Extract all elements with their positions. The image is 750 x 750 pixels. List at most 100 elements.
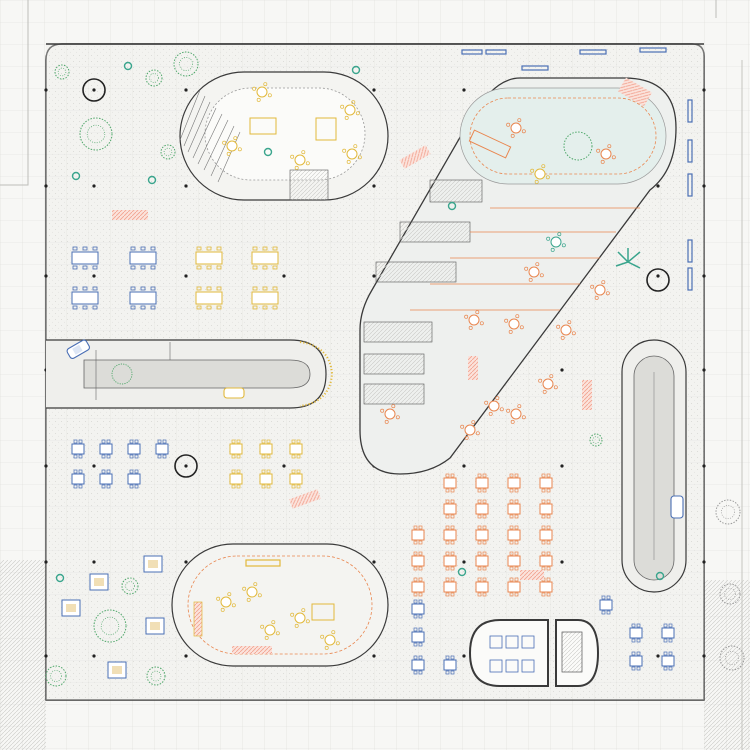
chair-icon — [601, 595, 606, 600]
table-icon — [506, 404, 526, 424]
chair-icon — [528, 277, 533, 282]
table-icon — [599, 595, 613, 615]
chair-icon — [509, 566, 514, 571]
chair-icon — [246, 597, 251, 602]
chair-icon — [73, 439, 78, 444]
column-dot — [462, 654, 466, 658]
column-dot — [282, 464, 286, 468]
column-dot — [462, 464, 466, 468]
chair-icon — [607, 144, 612, 149]
chair-icon — [418, 577, 423, 582]
chair-icon — [546, 473, 551, 478]
amphitheater-pod-top-left — [179, 71, 389, 201]
chair-icon — [106, 484, 111, 489]
car-icon — [66, 339, 91, 359]
chair-icon — [227, 592, 232, 597]
chair-icon — [150, 305, 156, 310]
chair-icon — [530, 168, 535, 173]
column-dot — [702, 654, 706, 658]
chair-icon — [413, 670, 418, 675]
chair-icon — [631, 651, 636, 656]
chair-icon — [242, 586, 247, 591]
chair-icon — [72, 265, 78, 270]
chair-icon — [541, 164, 546, 169]
chair-icon — [206, 246, 212, 251]
chair-icon — [514, 525, 519, 530]
chair-icon — [445, 592, 450, 597]
tree-icon — [79, 117, 113, 151]
chair-icon — [479, 321, 484, 326]
chair-icon — [130, 265, 136, 270]
chair-icon — [296, 484, 301, 489]
chair-icon — [514, 488, 519, 493]
chair-icon — [262, 305, 268, 310]
chair-icon — [450, 488, 455, 493]
chair-icon — [82, 265, 88, 270]
chair-icon — [106, 439, 111, 444]
chair-icon — [519, 325, 524, 330]
chair-icon — [342, 148, 347, 153]
chair-icon — [395, 415, 400, 420]
table-icon — [464, 310, 484, 330]
chair-icon — [508, 329, 513, 334]
chair-icon — [73, 454, 78, 459]
chair-icon — [636, 666, 641, 671]
chair-icon — [257, 593, 262, 598]
chair-icon — [130, 286, 136, 291]
bench-icon — [485, 49, 507, 55]
table-icon — [475, 473, 489, 493]
bench-icon — [461, 49, 483, 55]
chair-icon — [521, 129, 526, 134]
chair-icon — [668, 623, 673, 628]
column-dot — [560, 368, 564, 372]
chair-icon — [266, 469, 271, 474]
chair-icon — [477, 525, 482, 530]
table-icon — [252, 82, 272, 102]
bench-icon — [687, 267, 693, 291]
table-icon — [546, 232, 566, 252]
chair-icon — [222, 140, 227, 145]
table-icon — [504, 314, 524, 334]
car-icon — [223, 387, 245, 399]
chair-icon — [499, 407, 504, 412]
table-icon — [661, 651, 675, 671]
chair-icon — [129, 454, 134, 459]
chair-icon — [482, 577, 487, 582]
parking-ramp-right — [621, 339, 687, 593]
table-icon — [342, 144, 362, 164]
column-dot — [560, 560, 564, 564]
chair-icon — [477, 566, 482, 571]
tree-icon — [121, 577, 139, 595]
chair-icon — [272, 286, 278, 291]
chair-icon — [162, 439, 167, 444]
chair-icon — [524, 266, 529, 271]
table-icon — [195, 286, 223, 310]
auditorium-pod-diagonal — [359, 77, 677, 475]
table-icon — [71, 286, 99, 310]
table-icon — [71, 439, 85, 459]
column-dot — [44, 560, 48, 564]
chair-icon — [231, 484, 236, 489]
tree-icon — [160, 144, 176, 160]
chair-icon — [482, 525, 487, 530]
chair-icon — [477, 577, 482, 582]
chair-icon — [514, 592, 519, 597]
column-dot — [282, 274, 286, 278]
table-icon — [99, 469, 113, 489]
chair-icon — [150, 246, 156, 251]
column-dot — [656, 274, 660, 278]
table-icon — [556, 320, 576, 340]
chair-icon — [216, 286, 222, 291]
bench-icon — [687, 139, 693, 163]
car-icon — [670, 495, 684, 519]
table-icon — [380, 404, 400, 424]
chair-icon — [600, 159, 605, 164]
chair-icon — [546, 551, 551, 556]
chair-icon — [260, 624, 265, 629]
chair-icon — [477, 514, 482, 519]
chair-icon — [266, 439, 271, 444]
chair-icon — [477, 488, 482, 493]
table-icon — [251, 286, 279, 310]
chair-icon — [445, 514, 450, 519]
chair-icon — [514, 473, 519, 478]
